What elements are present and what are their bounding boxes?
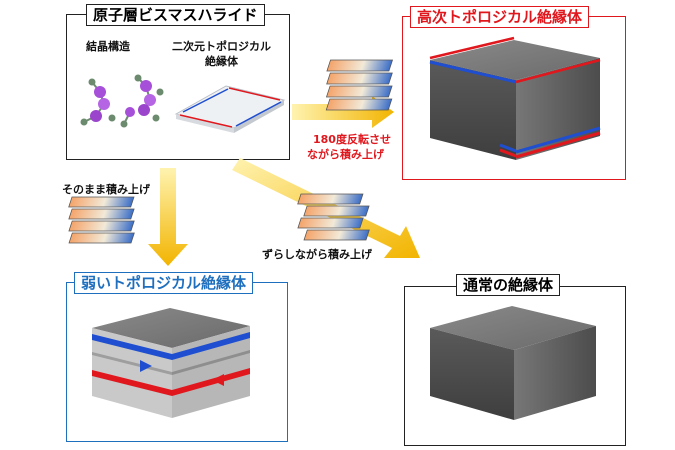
ti-label-line1: 二次元トポロジカル	[172, 40, 271, 53]
htoi-title: 高次トポロジカル絶縁体	[410, 6, 590, 28]
source-panel	[66, 14, 290, 160]
rotated-stack-icon	[325, 59, 394, 111]
weak-ti-block	[92, 308, 250, 418]
crystal-structure-icon	[80, 74, 164, 128]
shifted-label: ずらしながら積み上げ	[262, 248, 372, 261]
ti-label-line2: 絶縁体	[205, 55, 238, 68]
2d-topological-insulator-icon	[174, 85, 286, 133]
source-title: 原子層ビスマスハライド	[86, 4, 265, 26]
weak-title: 弱いトポロジカル絶縁体	[74, 272, 254, 294]
higher-order-ti-block	[429, 36, 601, 160]
arrow-to-weak	[148, 168, 188, 266]
crystal-label: 結晶構造	[86, 40, 130, 53]
rotate-label-line2: ながら積み上げ	[307, 148, 384, 161]
straight-label: そのまま積み上げ	[62, 183, 150, 196]
straight-stack-icon	[68, 196, 135, 244]
shifted-stack-icon	[297, 193, 370, 241]
normal-title: 通常の絶縁体	[456, 274, 561, 296]
rotate-label-line1: 180度反転させ	[313, 133, 391, 146]
normal-insulator-block	[430, 306, 596, 420]
